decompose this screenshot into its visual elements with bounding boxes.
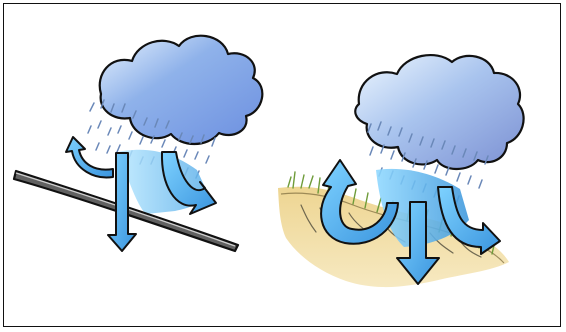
- right-cloud: [355, 55, 523, 169]
- left-upward-arrow: [66, 137, 113, 177]
- right-panel: [278, 55, 524, 287]
- left-cloud: [100, 36, 263, 144]
- left-panel: [14, 36, 262, 251]
